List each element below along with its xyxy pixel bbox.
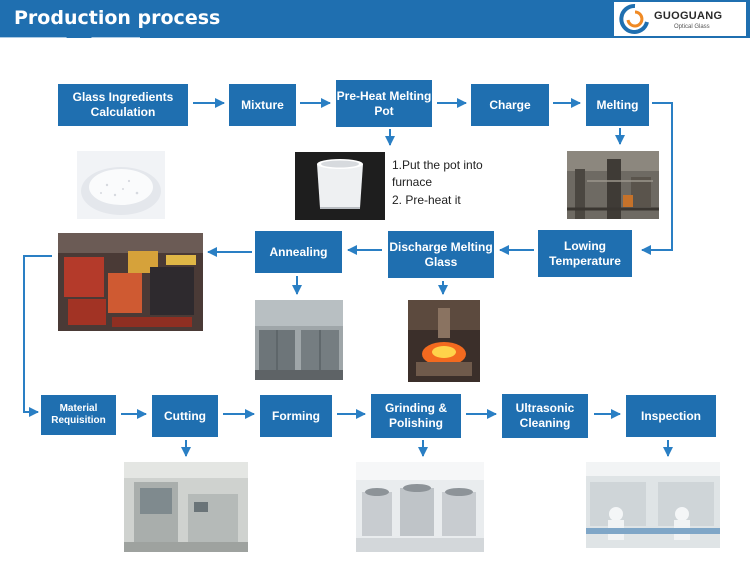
photo-annealing-furnace: [255, 300, 343, 380]
step-cutting: Cutting: [152, 395, 218, 437]
photo-cutting-workshop: [124, 462, 248, 552]
preheat-note-line-1: 1.Put the pot into furnace: [392, 158, 483, 190]
photo-inspection-room: [586, 462, 720, 548]
photo-melting-pot: [295, 152, 385, 220]
photo-discharge-glass: [408, 300, 480, 382]
logo-mark-icon: [619, 3, 649, 34]
step-charge: Charge: [471, 84, 549, 126]
step-melting: Melting: [586, 84, 649, 126]
step-ultrasonic-cleaning: Ultrasonic Cleaning: [502, 394, 588, 438]
company-logo: GUOGUANG Optical Glass: [614, 2, 746, 36]
photo-annealed-glass-blocks: [58, 233, 203, 331]
step-material-requisition: Material Requisition: [41, 395, 116, 435]
page-title: Production process: [14, 7, 221, 29]
step-annealing: Annealing: [255, 231, 342, 273]
step-inspection: Inspection: [626, 395, 716, 437]
step-discharge-melting-glass: Discharge Melting Glass: [388, 231, 494, 278]
step-forming: Forming: [260, 395, 332, 437]
photo-glass-powder: [77, 151, 165, 219]
step-grinding-polishing: Grinding & Polishing: [371, 394, 461, 438]
logo-subtitle: Optical Glass: [674, 24, 710, 30]
photo-grinding-polishing: [356, 462, 484, 552]
step-mixture: Mixture: [229, 84, 296, 126]
photo-melting-furnace: [567, 151, 659, 219]
step-lowing-temperature: Lowing Temperature: [538, 230, 632, 277]
step-glass-ingredients-calculation: Glass Ingredients Calculation: [58, 84, 188, 126]
logo-name: GUOGUANG: [654, 10, 723, 22]
preheat-note: 1.Put the pot into furnace 2. Pre-heat i…: [392, 157, 512, 209]
step-preheat-melting-pot: Pre-Heat Melting Pot: [336, 80, 432, 127]
preheat-note-line-2: 2. Pre-heat it: [392, 192, 461, 207]
